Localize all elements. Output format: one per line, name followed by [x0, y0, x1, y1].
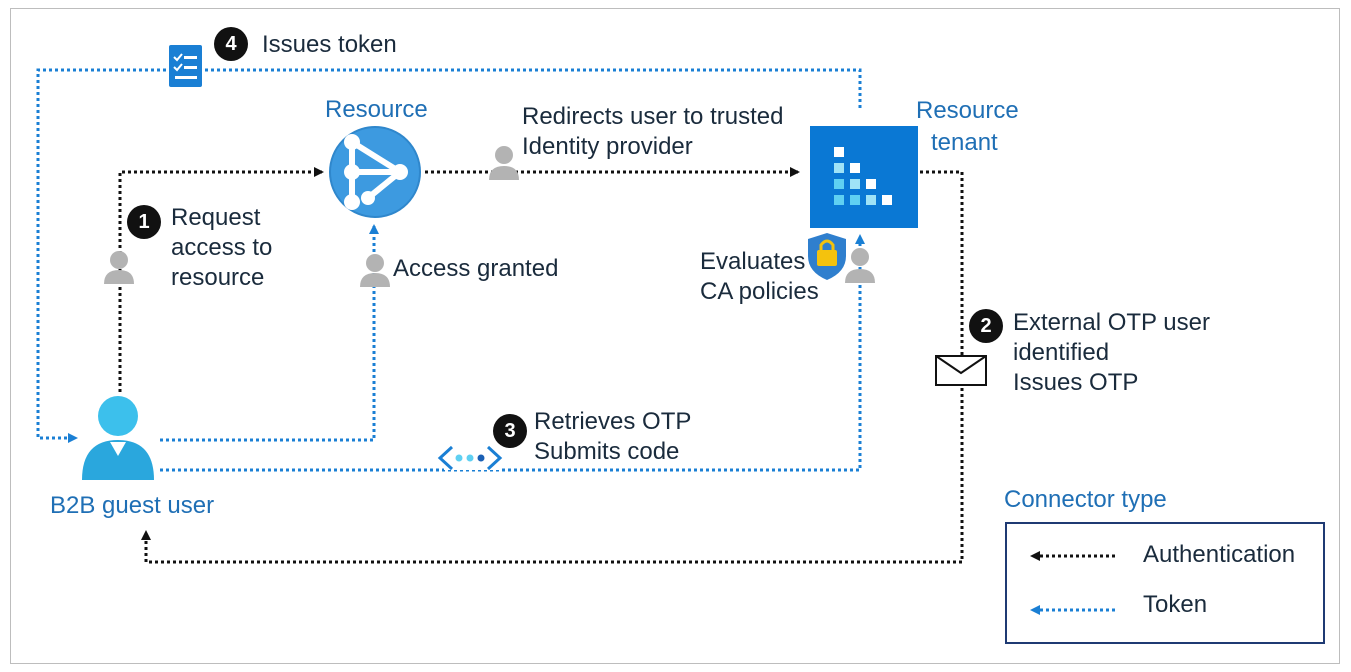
- resource-tenant-label-line1: Resource: [916, 97, 1019, 124]
- access-granted-label: Access granted: [393, 255, 559, 282]
- step-2-label-line3: Issues OTP: [1013, 369, 1139, 396]
- legend-item-token: Token: [1143, 591, 1208, 618]
- code-icon: [437, 445, 503, 471]
- evaluates-label-line1: Evaluates: [700, 248, 806, 275]
- step-1-label-line2: access to: [171, 234, 273, 261]
- person-icon: [104, 251, 134, 284]
- legend-title: Connector type: [1004, 486, 1167, 513]
- step-1-label-line3: resource: [171, 264, 265, 291]
- token-connector-access-granted: [160, 224, 379, 442]
- auth-connector-user-to-resource: [118, 167, 324, 392]
- resource-app-icon: [329, 126, 421, 218]
- step-2-label-line1: External OTP user: [1013, 309, 1210, 336]
- diagram-frame: [10, 8, 1340, 664]
- token-connector-issues-token: [36, 68, 862, 443]
- step-3-badge: 3: [493, 414, 527, 448]
- guest-user-icon: [82, 396, 154, 480]
- envelope-icon: [935, 355, 987, 386]
- step-1-badge: 1: [127, 205, 161, 239]
- legend-box: [1005, 522, 1325, 644]
- step-3-label-line1: Retrieves OTP: [534, 408, 692, 435]
- resource-tenant-icon: [810, 126, 918, 228]
- token-document-icon: [169, 45, 202, 87]
- person-icon: [360, 254, 390, 287]
- legend-item-authentication: Authentication: [1143, 541, 1296, 568]
- redirect-label-line1: Redirects user to trusted: [522, 103, 784, 130]
- step-4-badge: 4: [214, 27, 248, 61]
- auth-connector-tenant-to-user: [141, 170, 964, 564]
- conditional-access-shield-icon: [808, 233, 846, 280]
- resource-label: Resource: [325, 96, 428, 123]
- person-icon: [845, 248, 875, 283]
- redirect-label-line2: Identity provider: [522, 133, 693, 160]
- resource-tenant-label-line2: tenant: [931, 129, 998, 156]
- guest-user-label: B2B guest user: [50, 492, 215, 519]
- evaluates-label-line2: CA policies: [700, 278, 819, 305]
- step-2-label-line2: identified: [1013, 339, 1110, 366]
- step-4-label: Issues token: [262, 31, 397, 58]
- step-1-label-line1: Request: [171, 204, 261, 231]
- step-2-badge: 2: [969, 309, 1003, 343]
- step-3-label-line2: Submits code: [534, 438, 680, 465]
- person-icon: [489, 146, 519, 180]
